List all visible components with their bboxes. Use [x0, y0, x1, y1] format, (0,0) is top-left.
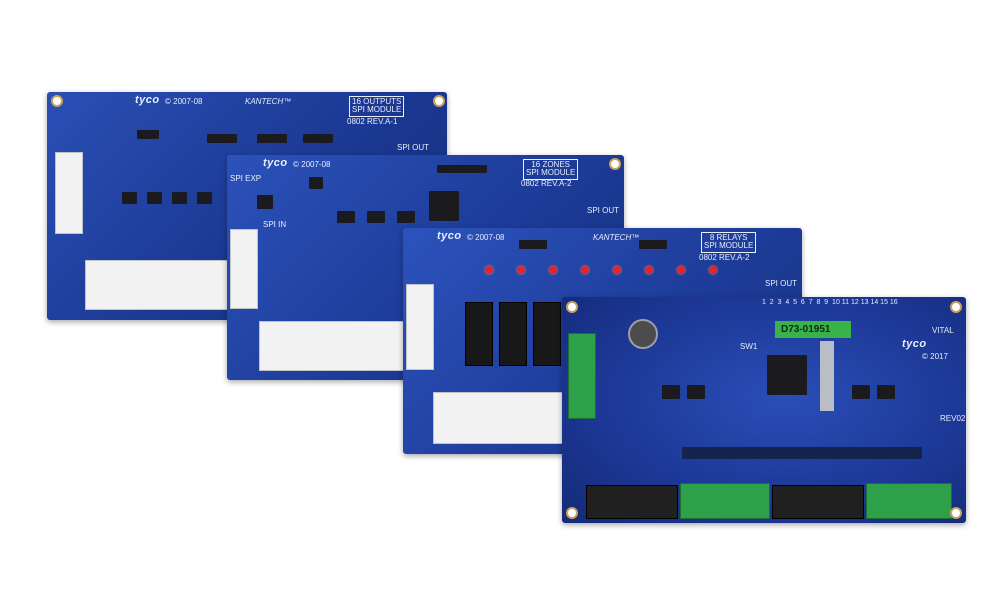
- chip: [147, 192, 162, 204]
- maker-name: KANTECH™: [245, 97, 292, 106]
- revision: 0802 REV.A-2: [521, 179, 572, 188]
- relay: [465, 302, 493, 366]
- chip: [687, 385, 705, 399]
- vital-label: VITAL: [932, 326, 954, 335]
- chip: [682, 447, 922, 459]
- chip: [257, 134, 287, 143]
- chip: [367, 211, 385, 223]
- maker-name: KANTECH™: [593, 233, 640, 242]
- terminal-block-green: [680, 483, 770, 519]
- mount-hole: [566, 301, 578, 313]
- red-led: [549, 266, 557, 274]
- module-label: 8 RELAYS SPI MODULE: [701, 232, 757, 253]
- mount-hole: [51, 95, 63, 107]
- spi-out-label: SPI OUT: [587, 206, 620, 215]
- terminal-block-black: [586, 485, 678, 519]
- red-led: [613, 266, 621, 274]
- mount-hole: [950, 301, 962, 313]
- red-led: [485, 266, 493, 274]
- copyright: © 2007-08: [293, 160, 331, 169]
- chip: [639, 240, 667, 249]
- pcb-main-controller: 1 2 3 4 5 6 7 8 9 10 11 12 13 14 15 16 D…: [562, 297, 966, 523]
- header-strip: [820, 341, 834, 411]
- revision: 0802 REV.A-2: [699, 253, 750, 262]
- serial-sticker: D73-01951: [775, 321, 851, 338]
- chip: [257, 195, 273, 209]
- relay: [499, 302, 527, 366]
- chip: [437, 165, 487, 173]
- chip: [197, 192, 212, 204]
- terminal-block-black: [772, 485, 864, 519]
- red-led: [517, 266, 525, 274]
- terminal-block-left: [406, 284, 434, 370]
- chip: [852, 385, 870, 399]
- microcontroller-chip: [767, 355, 807, 395]
- module-label: 16 ZONES SPI MODULE: [523, 159, 579, 180]
- chip: [877, 385, 895, 399]
- red-led: [645, 266, 653, 274]
- spi-in-label: SPI IN: [263, 220, 287, 229]
- chip: [662, 385, 680, 399]
- mount-hole: [950, 507, 962, 519]
- red-led: [677, 266, 685, 274]
- spi-exp-label: SPI EXP: [230, 174, 262, 183]
- capacitor: [628, 319, 658, 349]
- chip: [337, 211, 355, 223]
- brand-logo: tyco: [437, 230, 462, 242]
- brand-logo: tyco: [902, 338, 927, 350]
- mount-hole: [433, 95, 445, 107]
- spi-out-label: SPI OUT: [397, 143, 430, 152]
- revision: REV02: [940, 414, 966, 423]
- revision: 0802 REV.A-1: [347, 117, 398, 126]
- copyright: © 2007-08: [165, 97, 203, 106]
- relay: [533, 302, 561, 366]
- terminal-block-bottom: [259, 321, 411, 371]
- terminal-block-green: [866, 483, 952, 519]
- chip: [303, 134, 333, 143]
- chip: [397, 211, 415, 223]
- mount-hole: [566, 507, 578, 519]
- copyright: © 2017: [922, 352, 948, 361]
- microcontroller-chip: [429, 191, 459, 221]
- brand-logo: tyco: [263, 157, 288, 169]
- chip: [172, 192, 187, 204]
- terminal-block-bottom: [433, 392, 563, 444]
- chip: [519, 240, 547, 249]
- mount-hole: [609, 158, 621, 170]
- module-label: 16 OUTPUTS SPI MODULE: [349, 96, 405, 117]
- chip: [122, 192, 137, 204]
- terminal-block-left-green: [568, 333, 596, 419]
- terminal-block-left: [230, 229, 258, 309]
- chip: [207, 134, 237, 143]
- chip: [137, 130, 159, 139]
- copyright: © 2007-08: [467, 233, 505, 242]
- terminal-numbers: 1 2 3 4 5 6 7 8 9 10 11 12 13 14 15 16: [762, 299, 898, 306]
- chip: [309, 177, 323, 189]
- red-led: [709, 266, 717, 274]
- sw1-label: SW1: [740, 342, 758, 351]
- spi-out-label: SPI OUT: [765, 279, 798, 288]
- terminal-block-left: [55, 152, 83, 234]
- red-led: [581, 266, 589, 274]
- brand-logo: tyco: [135, 94, 160, 106]
